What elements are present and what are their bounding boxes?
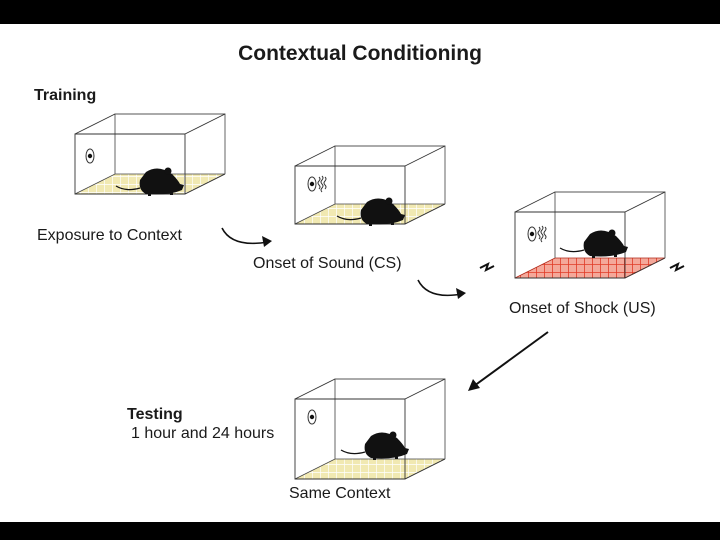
caption-same-context: Same Context: [289, 485, 391, 502]
chamber-exposure: [74, 113, 226, 197]
diagram-canvas: [74, 113, 685, 480]
chamber-testing: [294, 378, 446, 480]
speaker-icon: [85, 148, 95, 164]
slide: Contextual Conditioning Training Exposur…: [0, 24, 720, 522]
caption-sound-onset: Onset of Sound (CS): [253, 255, 402, 272]
chamber-shock: [479, 191, 685, 279]
speaker-icon: [307, 409, 317, 425]
arrow-sound-to-shock: [417, 279, 466, 299]
sound-waves-icon: [537, 225, 547, 243]
speaker-icon: [527, 226, 537, 242]
testing-timepoints: 1 hour and 24 hours: [131, 425, 275, 442]
caption-shock-onset: Onset of Shock (US): [509, 300, 656, 317]
arrow-shock-to-testing: [468, 331, 549, 391]
mouse-icon: [340, 430, 410, 461]
sound-waves-icon: [317, 175, 327, 193]
caption-exposure: Exposure to Context: [37, 227, 182, 244]
chamber-sound: [294, 145, 446, 227]
mouse-icon: [559, 228, 629, 259]
shock-zap-icon: [479, 263, 495, 271]
diagram-title: Contextual Conditioning: [238, 42, 482, 65]
training-label: Training: [34, 87, 97, 104]
arrow-exposure-to-sound: [221, 227, 272, 247]
speaker-icon: [307, 176, 317, 192]
testing-label: Testing: [127, 406, 183, 423]
shock-zap-icon: [669, 263, 685, 271]
